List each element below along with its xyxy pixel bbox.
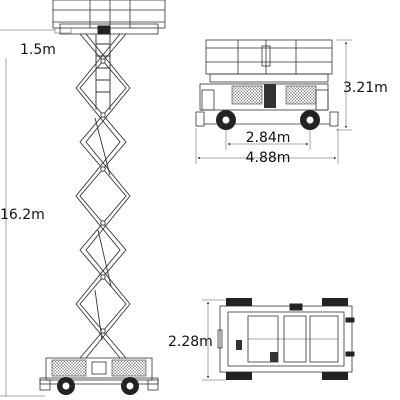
working-height-label: 16.2m [0, 207, 45, 223]
plan-view [202, 298, 355, 381]
platform-railing [0, 0, 166, 35]
overall-length-label: 4.88m [246, 150, 291, 166]
platform-height-label: 1.5m [20, 42, 56, 58]
extended-lift-view [0, 0, 166, 397]
working-height-dimension [0, 58, 45, 397]
overall-width-label: 2.28m [168, 334, 213, 350]
scissor-arms [75, 33, 131, 359]
extended-chassis [39, 357, 159, 395]
wheelbase-label: 2.84m [246, 130, 291, 146]
stowed-height-label: 3.21m [343, 80, 388, 96]
stowed-side-view [195, 39, 352, 164]
